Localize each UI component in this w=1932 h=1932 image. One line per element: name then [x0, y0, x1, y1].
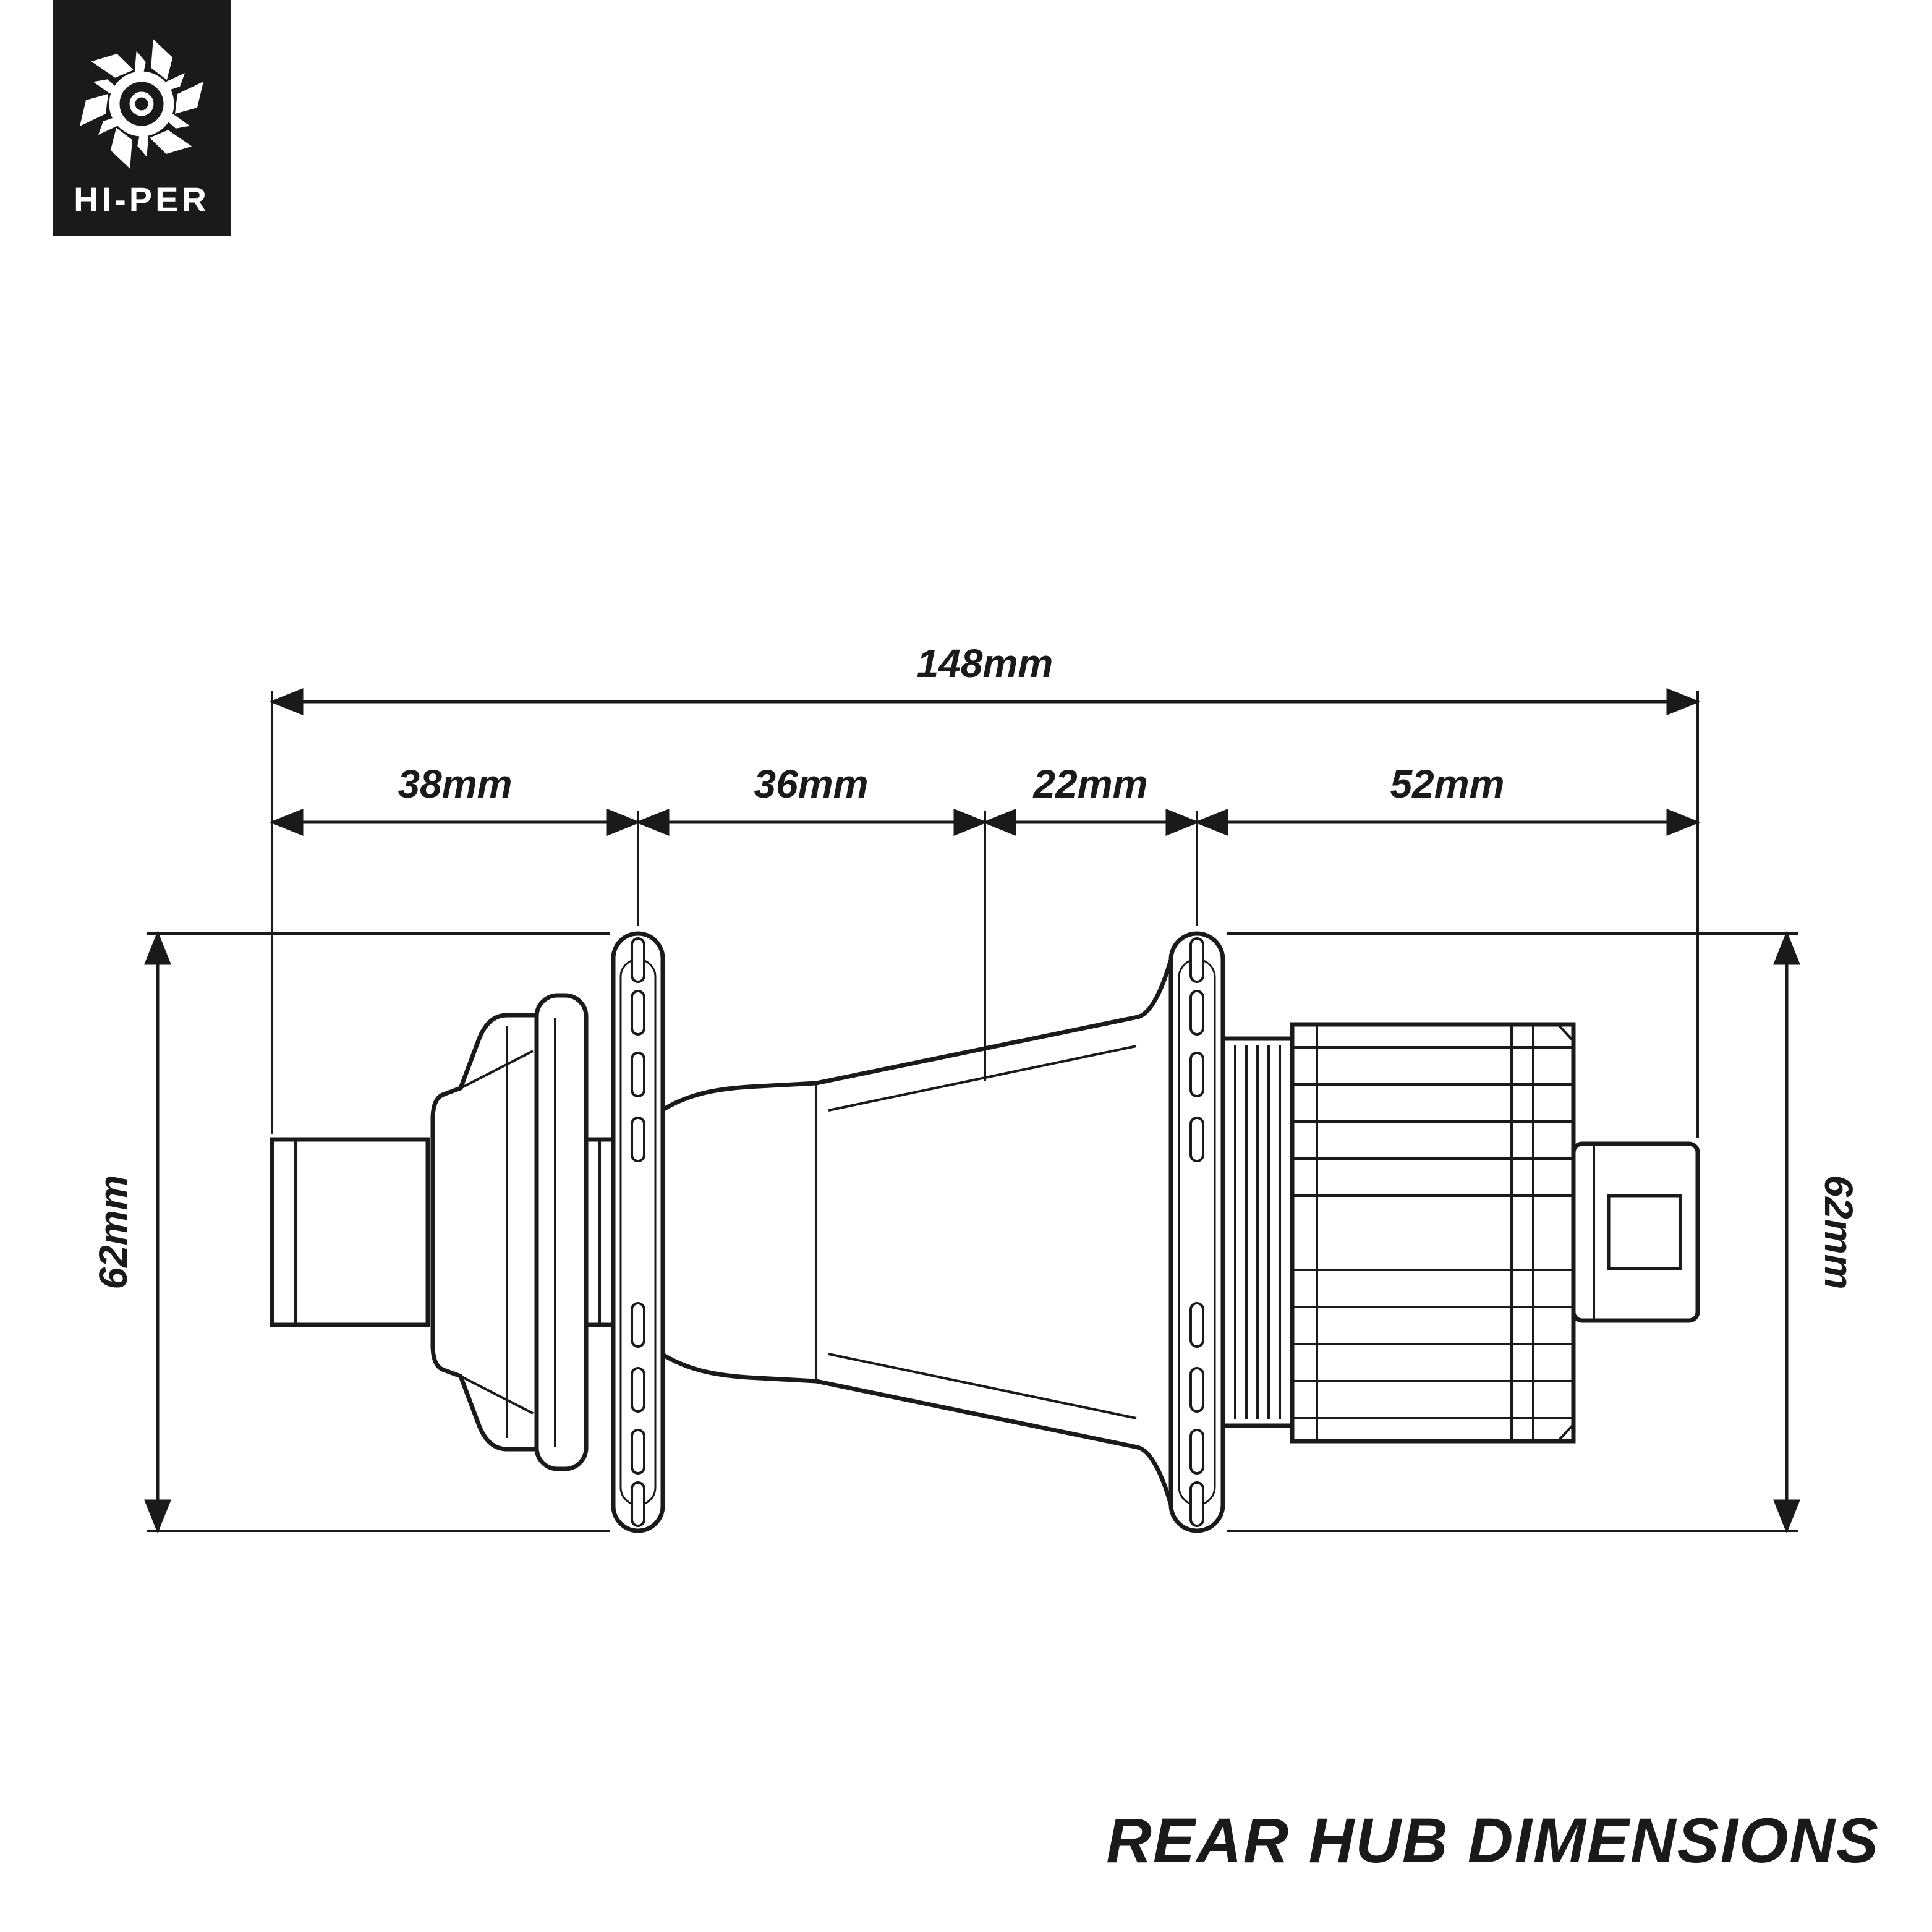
- left-flange-spoke-holes: [631, 937, 645, 1527]
- logo: HI-PER: [53, 0, 231, 236]
- diagram-title: REAR HUB DIMENSIONS: [1106, 1805, 1879, 1876]
- lockring-stack: [1220, 1036, 1295, 1428]
- dim-label-36mm: 36mm: [754, 762, 869, 806]
- dim-left-diameter: 62mm: [91, 930, 171, 1534]
- dim-right-diameter: 62mm: [1773, 930, 1861, 1534]
- axle-left-stub: [270, 1137, 430, 1327]
- freehub-body: [1290, 1022, 1576, 1444]
- dim-overall-width: 148mm: [269, 641, 1701, 715]
- rear-hub-drawing: [270, 931, 1700, 1533]
- hub-spokes-icon: [80, 35, 203, 173]
- dim-label-22mm: 22mm: [1033, 762, 1148, 806]
- dim-label-52mm: 52mm: [1390, 762, 1505, 806]
- hub-shell: [662, 959, 1173, 1505]
- right-flange: [1168, 931, 1225, 1533]
- axle-right-endcap: [1571, 1141, 1700, 1323]
- dim-label-62mm-right: 62mm: [1816, 1175, 1861, 1290]
- rotor-mount-disc: [534, 993, 589, 1471]
- left-flange: [611, 931, 665, 1533]
- dimension-annotations: 148mm 38mm 36mm 22mm 52mm 62mm 62mm: [91, 641, 1861, 1534]
- dim-segments: 38mm 36mm 22mm 52mm: [269, 762, 1701, 836]
- dim-label-38mm: 38mm: [398, 762, 513, 806]
- brake-rotor-mount: [430, 1013, 562, 1452]
- left-barrel: [586, 1137, 613, 1327]
- logo-wordmark: HI-PER: [74, 180, 210, 219]
- dim-label-148mm: 148mm: [917, 641, 1053, 686]
- right-flange-spoke-holes: [1189, 937, 1204, 1527]
- dim-label-62mm-left: 62mm: [91, 1175, 135, 1290]
- thru-axle-slot: [1607, 1194, 1682, 1270]
- freehub-splines: [1292, 1046, 1573, 1419]
